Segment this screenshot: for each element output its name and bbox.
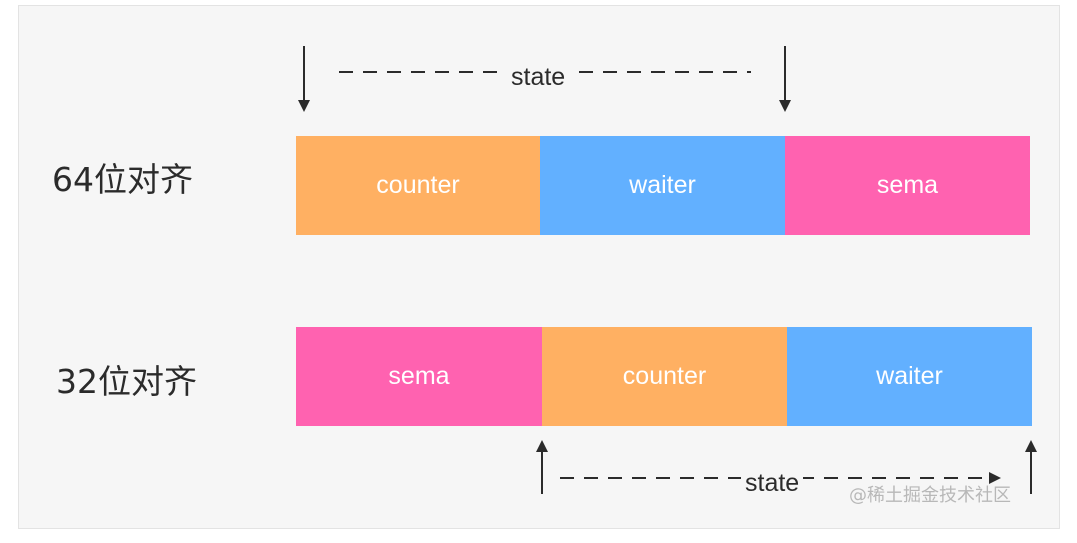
- segment-counter-32: counter: [542, 327, 787, 426]
- row-label-64bit: 64位对齐: [52, 160, 193, 199]
- segment-sema-64: sema: [785, 136, 1030, 235]
- state-label-top: state: [507, 65, 570, 90]
- watermark: @稀土掘金技术社区: [849, 485, 1011, 506]
- state-label-bottom: state: [741, 471, 804, 496]
- segment-counter-64: counter: [296, 136, 540, 235]
- segment-waiter-32: waiter: [787, 327, 1032, 426]
- row-label-32bit: 32位对齐: [56, 362, 197, 401]
- diagram-canvas: 64位对齐 counter waiter sema 32位对齐 sema cou…: [18, 5, 1060, 529]
- segment-sema-32: sema: [296, 327, 542, 426]
- segment-waiter-64: waiter: [540, 136, 785, 235]
